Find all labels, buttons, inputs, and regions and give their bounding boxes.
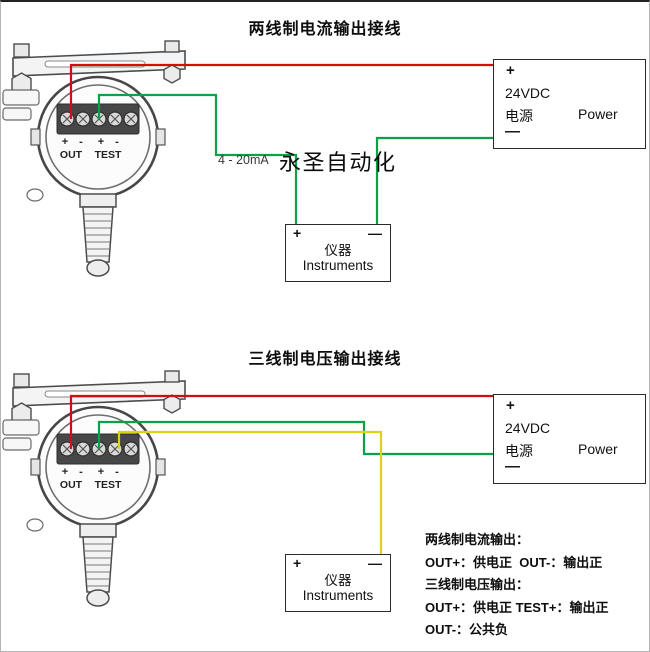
wire-yellow-bottom bbox=[117, 430, 383, 555]
terminal-label-test: TEST bbox=[94, 479, 122, 491]
power-minus-terminal: — bbox=[505, 123, 520, 140]
terminal-sign-minus: - bbox=[115, 136, 119, 148]
instrument-minus-terminal: — bbox=[368, 225, 382, 241]
terminal-sign-minus: - bbox=[79, 466, 83, 478]
terminal-label-test: TEST bbox=[94, 149, 122, 161]
wiring-notes: 两线制电流输出： OUT+：供电正 OUT-：输出正 三线制电压输出： OUT+… bbox=[425, 529, 608, 642]
power-label-cn: 电源 bbox=[505, 443, 533, 459]
title-two-wire: 两线制电流输出接线 bbox=[248, 21, 402, 38]
title-three-wire: 三线制电压输出接线 bbox=[248, 351, 402, 368]
instrument-label-cn: 仪器 bbox=[324, 573, 352, 588]
note-line: 两线制电流输出： bbox=[425, 532, 530, 547]
power-plus-terminal: + bbox=[506, 397, 515, 414]
wire-red-top bbox=[69, 63, 493, 119]
instruments-box-top: + — 仪器 Instruments bbox=[285, 224, 391, 282]
wire-green-bottom bbox=[97, 420, 493, 456]
power-label-en: Power bbox=[578, 441, 618, 457]
terminal-sign-plus: + bbox=[97, 466, 105, 478]
power-voltage-label: 24VDC bbox=[505, 85, 551, 101]
terminal-label-out: OUT bbox=[59, 149, 83, 161]
terminal-sign-plus: + bbox=[61, 136, 69, 148]
terminal-sign-plus: + bbox=[61, 466, 69, 478]
power-supply-box-bottom: + 24VDC 电源 Power — bbox=[493, 394, 646, 484]
power-label-en: Power bbox=[578, 106, 618, 122]
instrument-label-cn: 仪器 bbox=[324, 243, 352, 258]
instrument-label-en: Instruments bbox=[302, 258, 374, 273]
note-line: OUT+：供电正 TEST+：输出正 bbox=[425, 599, 609, 615]
signal-range-label: 4 - 20mA bbox=[218, 153, 269, 167]
wire-green-top-return bbox=[375, 136, 493, 225]
power-plus-terminal: + bbox=[506, 62, 515, 79]
terminal-label-out: OUT bbox=[59, 479, 83, 491]
note-line: 三线制电压输出： bbox=[425, 577, 530, 592]
power-label-cn: 电源 bbox=[505, 108, 533, 124]
wire-red-bottom bbox=[69, 394, 493, 449]
instrument-minus-terminal: — bbox=[368, 555, 382, 571]
terminal-sign-minus: - bbox=[115, 466, 119, 478]
power-supply-box-top: + 24VDC 电源 Power — bbox=[493, 59, 646, 149]
instrument-plus-terminal: + bbox=[293, 555, 302, 571]
wire-green-top-signal bbox=[97, 93, 298, 225]
instrument-label-en: Instruments bbox=[302, 588, 374, 603]
instruments-box-bottom: + — 仪器 Instruments bbox=[285, 554, 391, 612]
note-line: OUT-：公共负 bbox=[425, 622, 509, 637]
power-minus-terminal: — bbox=[505, 458, 520, 475]
terminal-sign-plus: + bbox=[97, 136, 105, 148]
power-voltage-label: 24VDC bbox=[505, 420, 551, 436]
note-line: OUT+：供电正 OUT-：输出正 bbox=[425, 554, 603, 570]
terminal-sign-minus: - bbox=[79, 136, 83, 148]
watermark-text: 永圣自动化 bbox=[279, 150, 397, 175]
instrument-plus-terminal: + bbox=[293, 225, 302, 241]
